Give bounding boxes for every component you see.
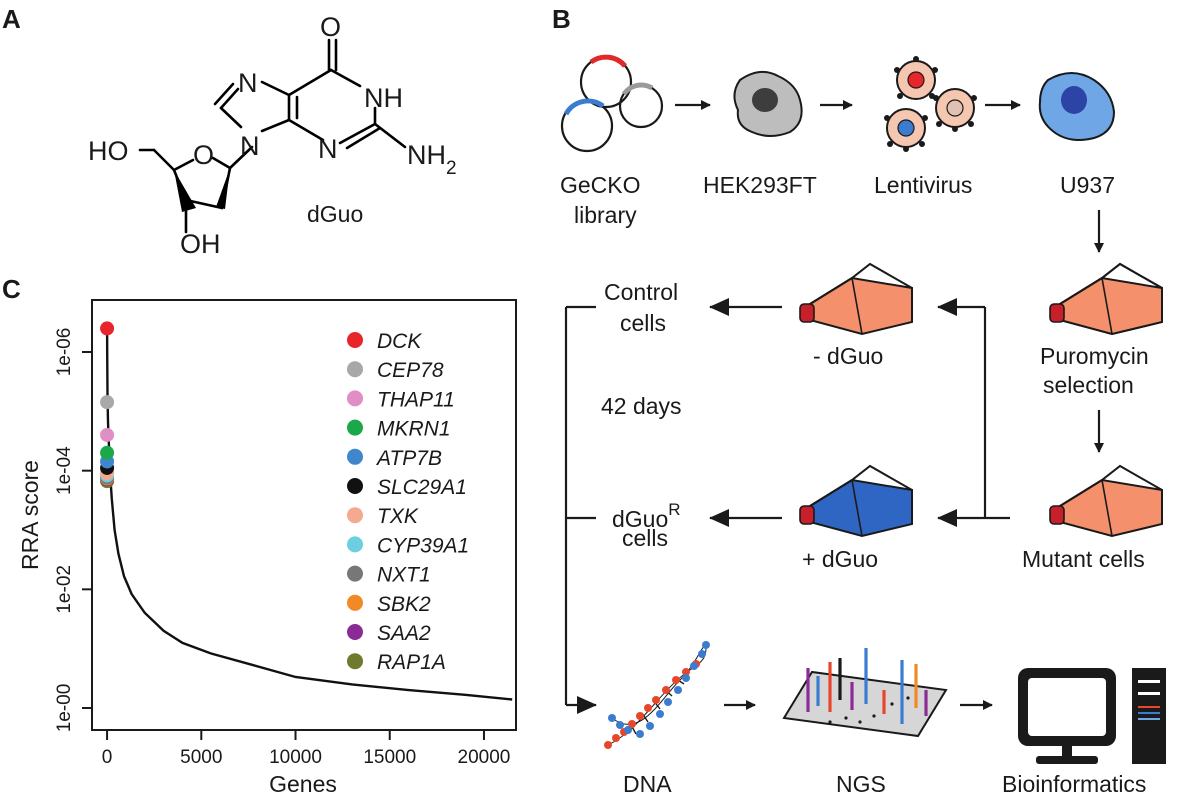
gene-point [100,395,115,410]
y-axis-label: RRA score [17,460,43,570]
legend-marker [347,478,363,494]
gene-points [100,321,115,489]
label-dna: DNA [623,771,672,795]
lentivirus-icon [884,56,977,152]
atom-n1h: NH [364,83,403,113]
y-tick-label: 1e-00 [54,684,75,733]
plot-frame [91,299,517,731]
y-tick-label: 1e-02 [54,565,75,614]
atom-n7: N [238,68,258,98]
atom-hydroxymethyl: HO [88,136,129,166]
x-tick-label: 10000 [269,747,322,768]
legend-label: SLC29A1 [377,476,467,499]
dguo-structure: O N NH N N NH2 HO O OH dGuo [88,12,457,259]
legend-label: ATP7B [375,447,442,470]
y-tick-label: 1e-06 [54,328,75,377]
ngs-icon [782,648,948,738]
x-tick-label: 0 [102,747,113,768]
hek293ft-cell-icon [733,70,803,137]
x-tick-label: 5000 [180,747,222,768]
gene-point [100,427,115,442]
x-axis-label: Genes [269,771,337,795]
label-u937: U937 [1060,172,1115,198]
legend-label: SBK2 [377,593,431,616]
label-42-days: 42 days [601,393,682,419]
flask-dguo-treated-icon [799,464,913,538]
atom-amine: NH2 [407,140,457,179]
plasmid-icons [560,54,664,153]
x-tick-label: 15000 [363,747,416,768]
flask-puromycin-icon [1049,262,1163,336]
flask-control-icon [799,262,913,336]
panel-label-c: C [2,274,21,304]
legend-marker [347,448,363,465]
legend-marker [347,653,363,670]
legend-marker [347,419,363,436]
atom-ring-oxygen: O [193,140,214,170]
label-lentivirus: Lentivirus [874,172,972,198]
legend-label: MKRN1 [377,418,451,441]
legend-marker [347,594,363,611]
legend-label: SAA2 [377,622,431,645]
panel-label-a: A [2,4,21,34]
label-ngs: NGS [836,771,886,795]
legend-marker [347,624,363,640]
legend-label: DCK [377,330,422,353]
label-control: Control [604,279,678,305]
legend-marker [347,361,363,378]
label-mutant-cells: Mutant cells [1022,546,1145,572]
label-bioinformatics: Bioinformatics [1002,771,1146,795]
legend-marker [347,536,363,553]
legend-label: RAP1A [377,651,446,674]
label-dguor-cells: cells [622,525,668,551]
rra-curve [105,328,513,701]
legend-marker [347,390,363,407]
atom-n3: N [318,134,338,164]
x-axis: 0 5000 10000 15000 20000 [102,730,511,768]
molecule-name: dGuo [307,201,363,227]
panel-label-b: B [552,4,571,34]
label-dguor: dGuoR [612,500,681,532]
legend-label: CYP39A1 [377,534,469,557]
label-library: library [574,202,637,228]
legend-marker [347,565,363,582]
y-tick-label: 1e-04 [54,446,75,495]
label-minus-dguo: - dGuo [813,343,883,369]
legend-label: TXK [377,505,419,528]
gene-point [100,321,115,336]
flask-mutant-icon [1049,464,1163,538]
label-hek293ft: HEK293FT [703,172,817,198]
legend-marker [347,332,363,348]
label-selection: selection [1043,372,1134,398]
atom-oxygen-carbonyl: O [320,12,341,42]
atom-hydroxyl: OH [180,229,221,259]
legend-marker [347,507,363,524]
legend-label: CEP78 [377,359,444,382]
x-tick-label: 20000 [458,747,511,768]
dna-icon [604,641,710,749]
label-gecko: GeCKO [560,172,641,198]
label-puromycin: Puromycin [1040,343,1149,369]
u937-cell-icon [1038,72,1116,141]
gene-point [100,445,115,460]
y-axis: 1e-06 1e-04 1e-02 1e-00 [54,328,92,733]
atom-n9: N [240,131,260,161]
legend-label: THAP11 [377,388,455,411]
label-plus-dguo: + dGuo [802,546,878,572]
label-control-cells: cells [620,310,666,336]
computer-icon [1018,668,1166,764]
legend-label: NXT1 [377,564,431,587]
